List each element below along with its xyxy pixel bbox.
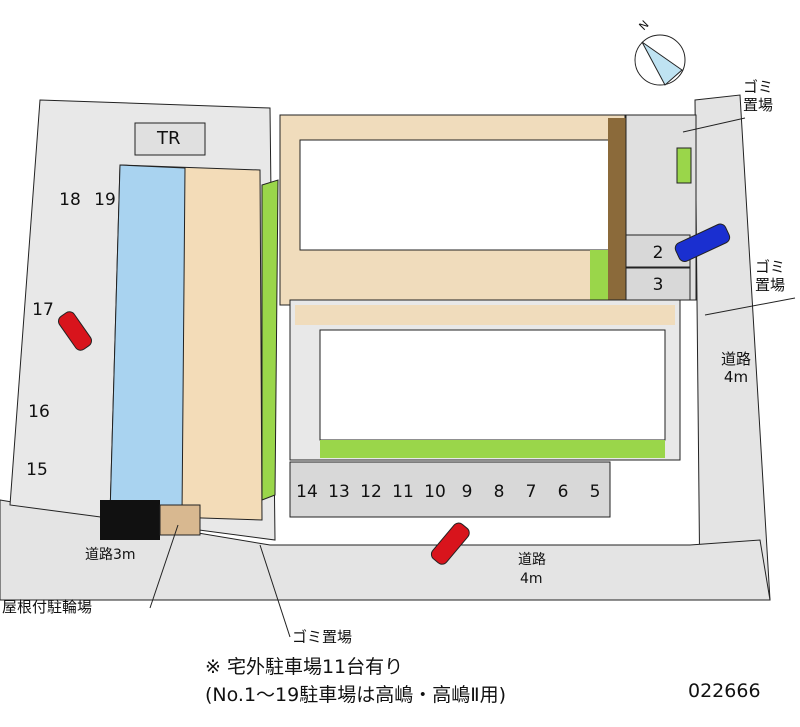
road-label-bottom: 道路 [518,552,546,568]
bicycle-area [159,504,201,536]
road-label-right: 道路4m [720,350,751,386]
parking-spot-12: 12 [360,482,382,502]
bottom-building-band [295,305,675,325]
bottom-lawn [320,440,665,458]
car-blue [674,223,731,263]
leader-garbage-mid [704,297,796,316]
parking-spot-8: 8 [493,482,505,502]
parking-spot-5: 5 [589,482,601,502]
car-red-left [58,311,92,351]
road-label-bottom-width: 4m [520,571,543,587]
road-bottom [0,499,771,601]
bottom-building [319,329,666,441]
leader-garbage-bottom [259,544,291,638]
parking-spot-7: 7 [525,482,537,502]
garbage-label-top-right: ゴミ置場 [742,78,773,114]
top-lawn [590,250,610,300]
parking-spot-3: 3 [652,275,664,295]
property-code: 022666 [688,680,761,702]
parking-spot-15: 15 [26,460,48,480]
top-building [299,139,611,251]
bicycle-parking [100,500,160,540]
hedge [608,118,626,300]
right-green [676,147,692,184]
road-right [694,94,771,601]
note-line-2: (No.1～19駐車場は高嶋・高嶋Ⅱ用) [205,684,506,706]
tr-box [134,122,206,156]
parking-spot-16: 16 [28,402,50,422]
parking-spot-17: 17 [32,300,54,320]
bottom-parking-row [289,461,611,518]
parking-spot-9: 9 [461,482,473,502]
parking-spot-2: 2 [652,243,664,263]
parking-spot-14: 14 [296,482,318,502]
parking-spot-19: 19 [94,190,116,210]
parking-spot-10: 10 [424,482,446,502]
parking-spot-18: 18 [59,190,81,210]
road-label-left: 道路3m [85,547,136,563]
tr-label: TR [157,128,181,149]
leader-bicycle [149,524,179,609]
left-lawn [261,179,279,501]
compass-icon [634,34,686,86]
left-building-units [109,164,186,516]
spot-3-box [625,267,691,301]
leader-garbage-top [682,117,746,133]
bicycle-parking-label: 屋根付駐輪場 [2,598,93,616]
parking-spot-11: 11 [392,482,414,502]
garbage-label-bottom: ゴミ置場 [292,628,353,646]
car-red-bottom [430,522,470,565]
parking-spot-6: 6 [557,482,569,502]
note-line-1: ※ 宅外駐車場11台有り [205,656,404,678]
parking-spot-13: 13 [328,482,350,502]
garbage-label-mid-right: ゴミ置場 [754,258,785,294]
